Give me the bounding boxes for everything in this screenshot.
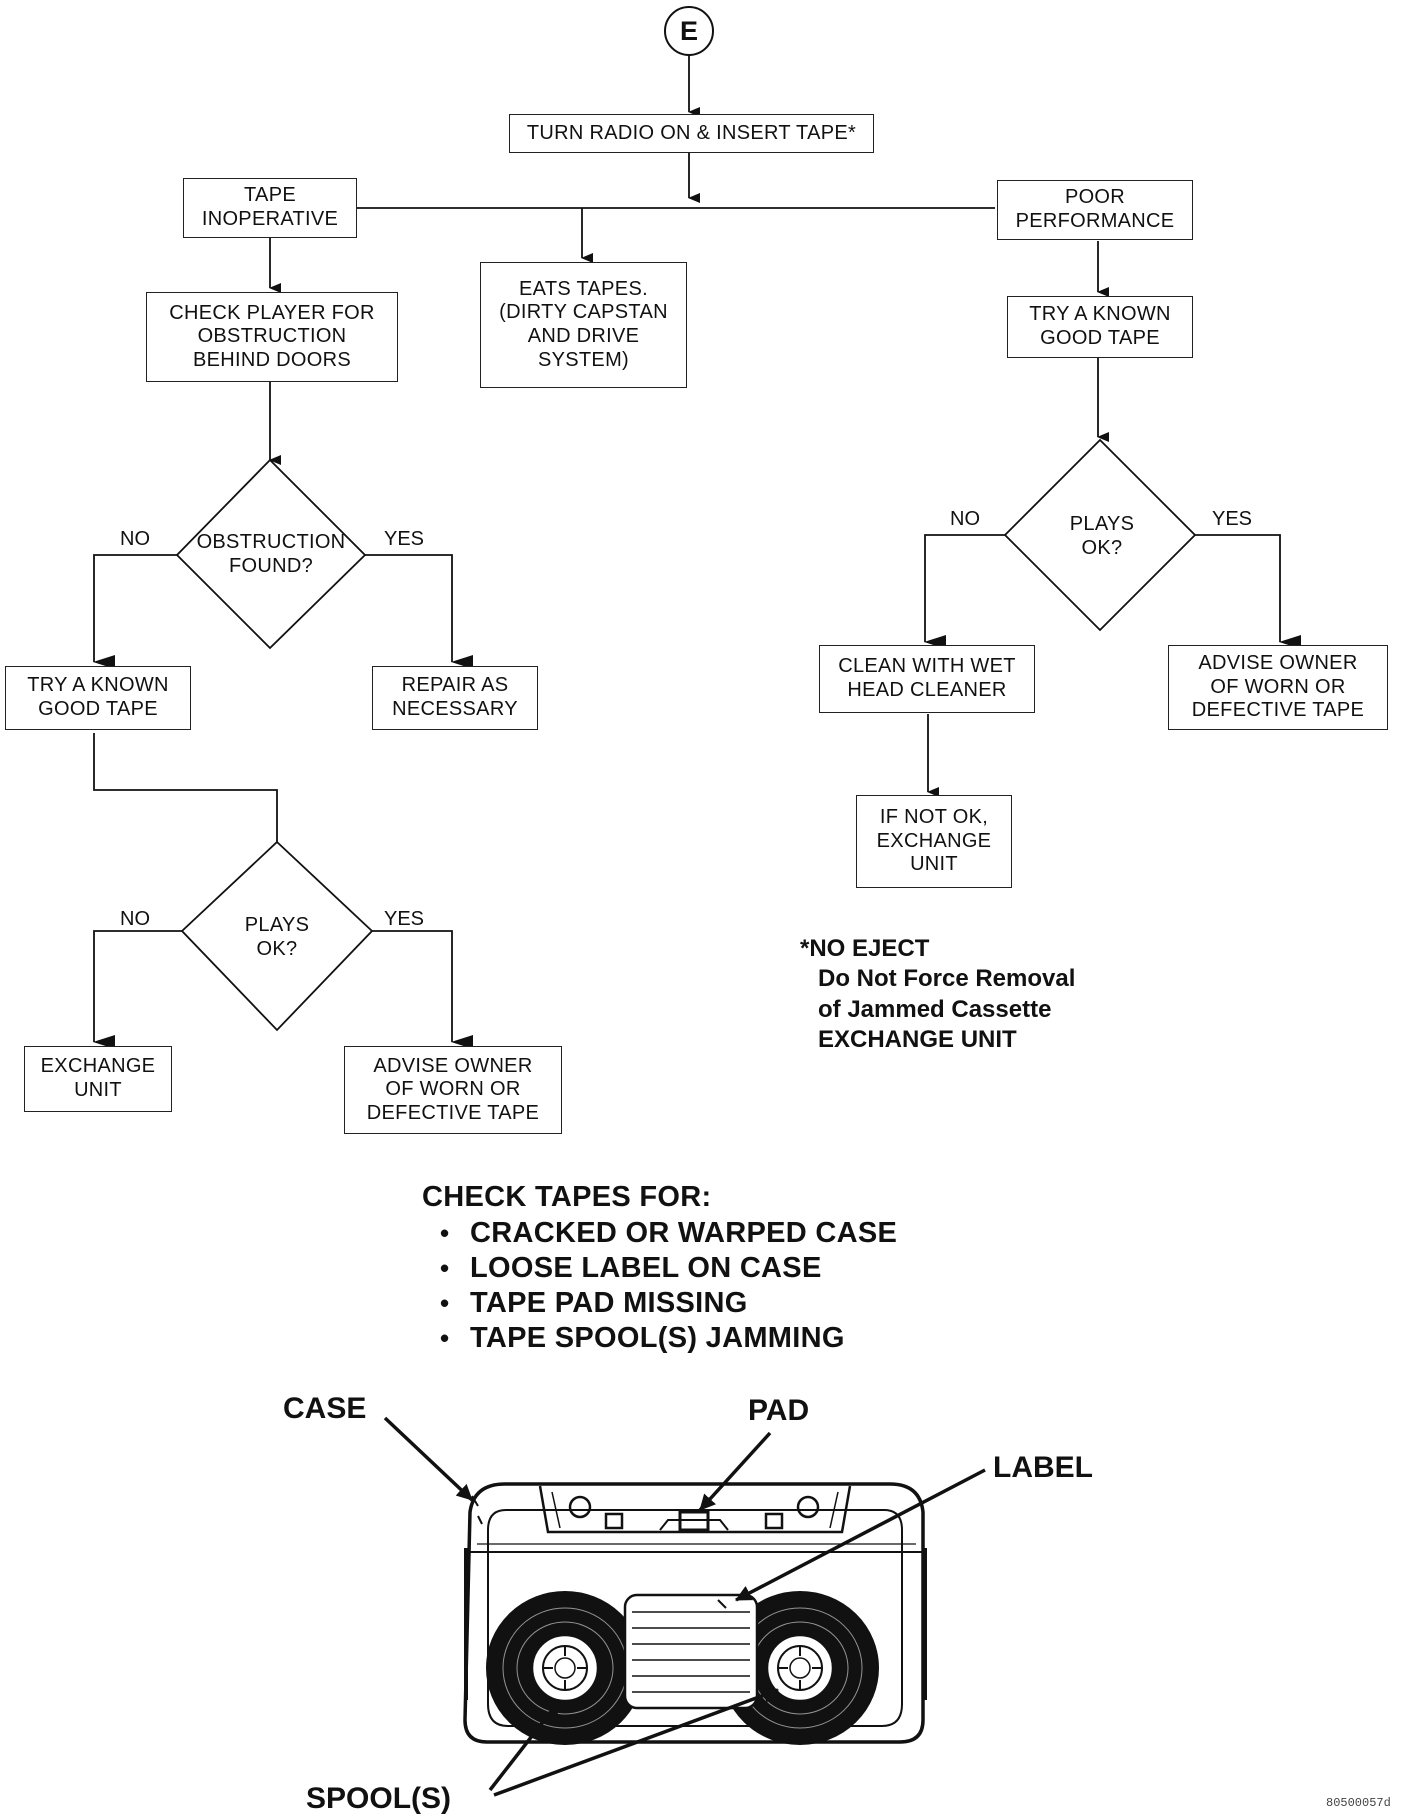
advise-owner-right-box: ADVISE OWNER OF WORN OR DEFECTIVE TAPE	[1168, 645, 1388, 730]
no-eject-note: *NO EJECT Do Not Force Removal of Jammed…	[800, 934, 1075, 1056]
edge-plays-right-no	[924, 534, 1005, 649]
note-line-3: of Jammed Cassette	[818, 995, 1052, 1023]
note-line-1: *NO EJECT	[800, 935, 930, 962]
plays-ok-left-label: PLAYS OK?	[244, 914, 310, 960]
obstruction-yes-label: YES	[384, 528, 425, 550]
edge-plays-left-no	[93, 930, 182, 1049]
cassette-case-outer	[463, 1482, 925, 1744]
check-item-3: TAPE PAD MISSING	[470, 1287, 748, 1319]
pad-leader	[698, 1431, 772, 1512]
try-known-good-left-box: TRY A KNOWN GOOD TAPE	[5, 666, 191, 730]
pad-callout: PAD	[748, 1394, 810, 1427]
exchange-unit-left-box: EXCHANGE UNIT	[24, 1046, 172, 1112]
bullet-3: •	[440, 1288, 450, 1318]
bullet-1: •	[440, 1218, 450, 1248]
check-player-box: CHECK PLAYER FOR OBSTRUCTION BEHIND DOOR…	[146, 292, 398, 382]
figure-id: 80500057d	[1326, 1796, 1391, 1810]
note-line-4: EXCHANGE UNIT	[818, 1026, 1017, 1054]
case-leader	[383, 1416, 474, 1502]
tape-inoperative-box: TAPE INOPERATIVE	[183, 178, 357, 238]
spool-leader-left	[488, 1698, 562, 1792]
check-tapes-title: CHECK TAPES FOR:	[422, 1181, 712, 1213]
poor-performance-box: POOR PERFORMANCE	[997, 180, 1193, 240]
check-item-4: TAPE SPOOL(S) JAMMING	[470, 1322, 845, 1354]
start-connector-e: E	[664, 6, 714, 56]
plays-ok-left-diamond	[180, 840, 374, 1032]
if-not-ok-exchange-box: IF NOT OK, EXCHANGE UNIT	[856, 795, 1012, 888]
plays-ok-right-diamond	[1003, 438, 1197, 632]
edge-obstruction-yes	[365, 554, 473, 669]
plays-left-no-label: NO	[120, 908, 150, 930]
check-item-2: LOOSE LABEL ON CASE	[470, 1252, 822, 1284]
obstruction-found-label: OBSTRUCTION FOUND?	[196, 531, 346, 577]
check-item-1: CRACKED OR WARPED CASE	[470, 1217, 898, 1249]
clean-wet-head-box: CLEAN WITH WET HEAD CLEANER	[819, 645, 1035, 713]
spools-callout: SPOOL(S)	[306, 1782, 452, 1815]
edge-try-good-left-to-plays-ok	[93, 733, 278, 842]
spool-right	[765, 1633, 835, 1703]
label-leader	[735, 1468, 986, 1602]
cassette-illustration	[463, 1482, 927, 1745]
note-line-2: Do Not Force Removal	[818, 965, 1076, 993]
case-callout: CASE	[283, 1392, 367, 1425]
plays-left-yes-label: YES	[384, 908, 425, 930]
label-callout: LABEL	[993, 1451, 1093, 1484]
spool-left	[530, 1633, 600, 1703]
bullet-4: •	[440, 1323, 450, 1353]
spool-leader-right	[493, 1687, 779, 1797]
repair-as-necessary-box: REPAIR AS NECESSARY	[372, 666, 538, 730]
advise-owner-left-box: ADVISE OWNER OF WORN OR DEFECTIVE TAPE	[344, 1046, 562, 1134]
obstruction-found-diamond	[175, 458, 367, 650]
edge-plays-right-yes	[1195, 534, 1301, 649]
plays-ok-right-label: PLAYS OK?	[1069, 513, 1135, 559]
edge-obstruction-no	[93, 554, 177, 669]
bullet-2: •	[440, 1253, 450, 1283]
plays-right-yes-label: YES	[1212, 508, 1253, 530]
try-known-good-right-box: TRY A KNOWN GOOD TAPE	[1007, 296, 1193, 358]
eats-tapes-box: EATS TAPES. (DIRTY CAPSTAN AND DRIVE SYS…	[480, 262, 687, 388]
edge-plays-left-yes	[372, 930, 473, 1049]
plays-right-no-label: NO	[950, 508, 980, 530]
turn-radio-on-box: TURN RADIO ON & INSERT TAPE*	[509, 114, 874, 153]
obstruction-no-label: NO	[120, 528, 150, 550]
cassette-label	[623, 1593, 759, 1710]
